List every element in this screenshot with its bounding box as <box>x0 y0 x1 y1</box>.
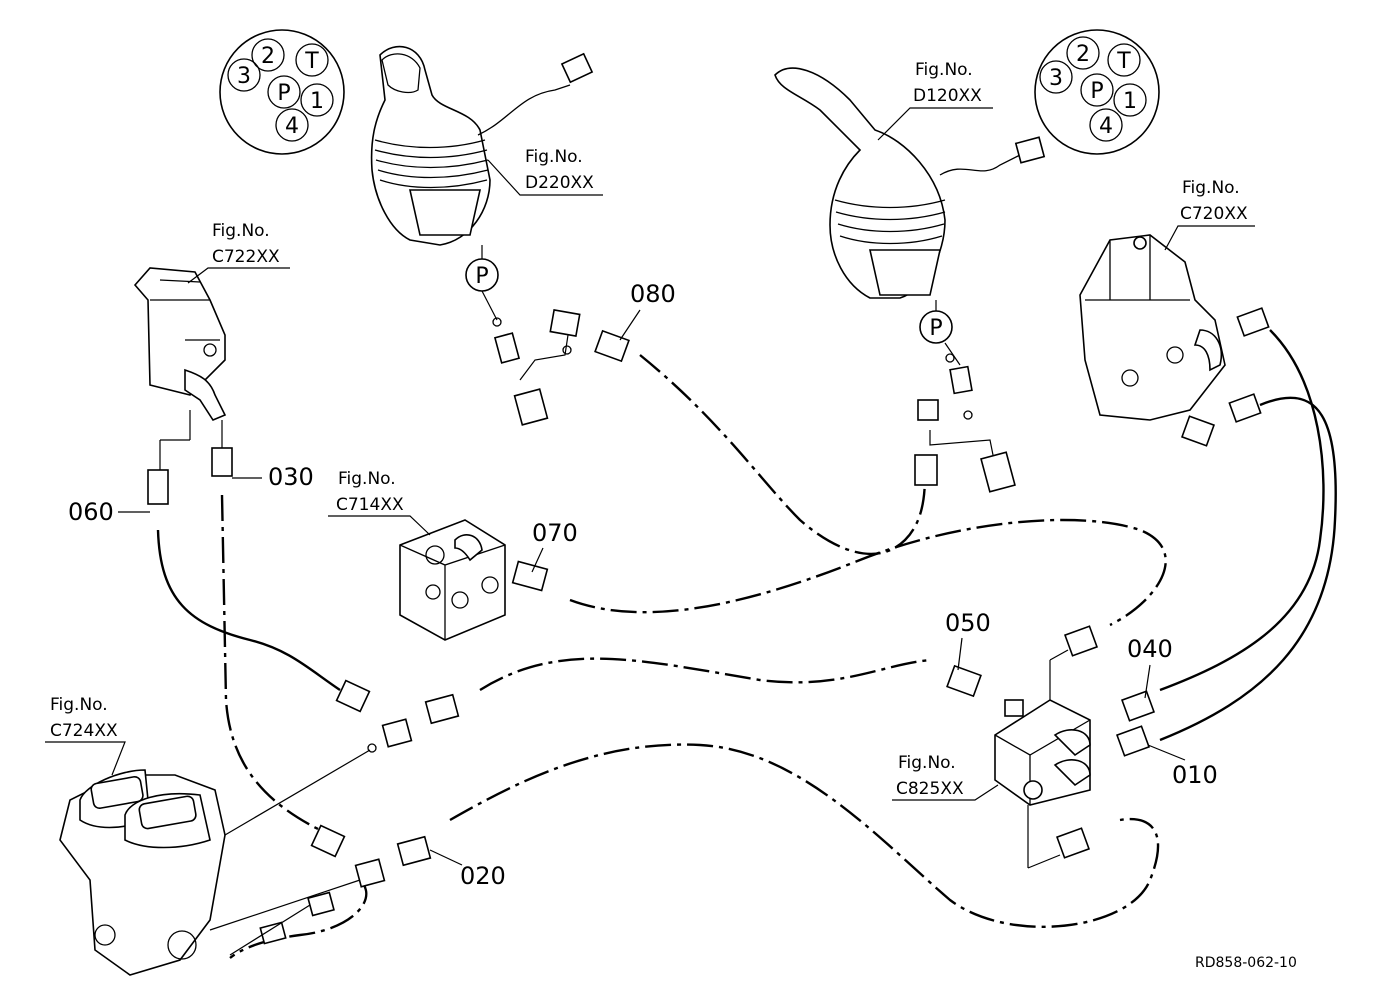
part-callouts: 080 030 060 070 050 040 010 020 <box>68 280 1218 890</box>
hose-050-route <box>479 657 931 692</box>
pinout-left: 2 T 3 P 1 4 <box>219 29 345 155</box>
fig-code-c714: C714XX <box>336 495 404 515</box>
fig-code-c724: C724XX <box>50 721 118 741</box>
figure-labels: Fig.No. D220XX Fig.No. D120XX Fig.No. C7… <box>45 60 1255 801</box>
fig-code-c825: C825XX <box>896 779 964 799</box>
callout-020: 020 <box>460 862 506 890</box>
callout-040: 040 <box>1127 635 1173 663</box>
fig-code-d220: D220XX <box>525 173 594 193</box>
hose-060-route <box>156 529 341 691</box>
right-joystick-fittings: P <box>914 300 1016 493</box>
callout-070: 070 <box>532 519 578 547</box>
port-p-label-right: P <box>929 316 942 341</box>
callout-080: 080 <box>630 280 676 308</box>
valve-block-c825 <box>946 625 1156 869</box>
pin-t-left: T <box>304 49 319 74</box>
fig-caption-c722: Fig.No. <box>212 221 270 241</box>
pin-4-right: 4 <box>1099 114 1113 139</box>
hose-routes <box>156 329 1337 959</box>
hose-020-route <box>449 743 1160 928</box>
hose-030-route <box>220 494 321 832</box>
pin-1-right: 1 <box>1123 89 1137 114</box>
pin-p-left: P <box>277 81 290 106</box>
fig-caption-c720: Fig.No. <box>1182 178 1240 198</box>
left-joystick-fittings: P <box>465 245 630 426</box>
fig-caption-c825: Fig.No. <box>898 753 956 773</box>
fig-caption-d220: Fig.No. <box>525 147 583 167</box>
fig-caption-c724: Fig.No. <box>50 695 108 715</box>
pin-4-left: 4 <box>285 114 299 139</box>
port-p-label-left: P <box>475 264 488 289</box>
valve-c722 <box>133 267 233 505</box>
drawing-code: RD858-062-10 <box>1195 955 1297 971</box>
callout-010: 010 <box>1172 761 1218 789</box>
valve-pedal-c724 <box>59 679 460 976</box>
fig-caption-d120: Fig.No. <box>915 60 973 80</box>
hose-070-route <box>569 518 1167 627</box>
hose-040-route <box>1159 329 1325 692</box>
pin-2-left: 2 <box>261 44 275 69</box>
fig-code-c720: C720XX <box>1180 204 1248 224</box>
pin-t-right: T <box>1116 49 1131 74</box>
fig-code-c722: C722XX <box>212 247 280 267</box>
hose-080-route <box>639 354 927 555</box>
fig-caption-c714: Fig.No. <box>338 469 396 489</box>
fig-code-d120: D120XX <box>913 86 982 106</box>
hose-lower-loop <box>229 879 368 959</box>
pin-1-left: 1 <box>310 89 324 114</box>
pin-p-right: P <box>1090 79 1103 104</box>
left-joystick <box>370 45 594 246</box>
callout-030: 030 <box>268 463 314 491</box>
valve-block-c714 <box>399 519 549 641</box>
callout-060: 060 <box>68 498 114 526</box>
pin-3-left: 3 <box>237 64 251 89</box>
pin-3-right: 3 <box>1049 66 1063 91</box>
pin-2-right: 2 <box>1076 42 1090 67</box>
callout-050: 050 <box>945 609 991 637</box>
pinout-right: 2 T 3 P 1 4 <box>1034 29 1160 155</box>
right-joystick <box>774 67 1046 299</box>
hose-010-route <box>1159 396 1337 742</box>
valve-c720 <box>1079 234 1270 447</box>
